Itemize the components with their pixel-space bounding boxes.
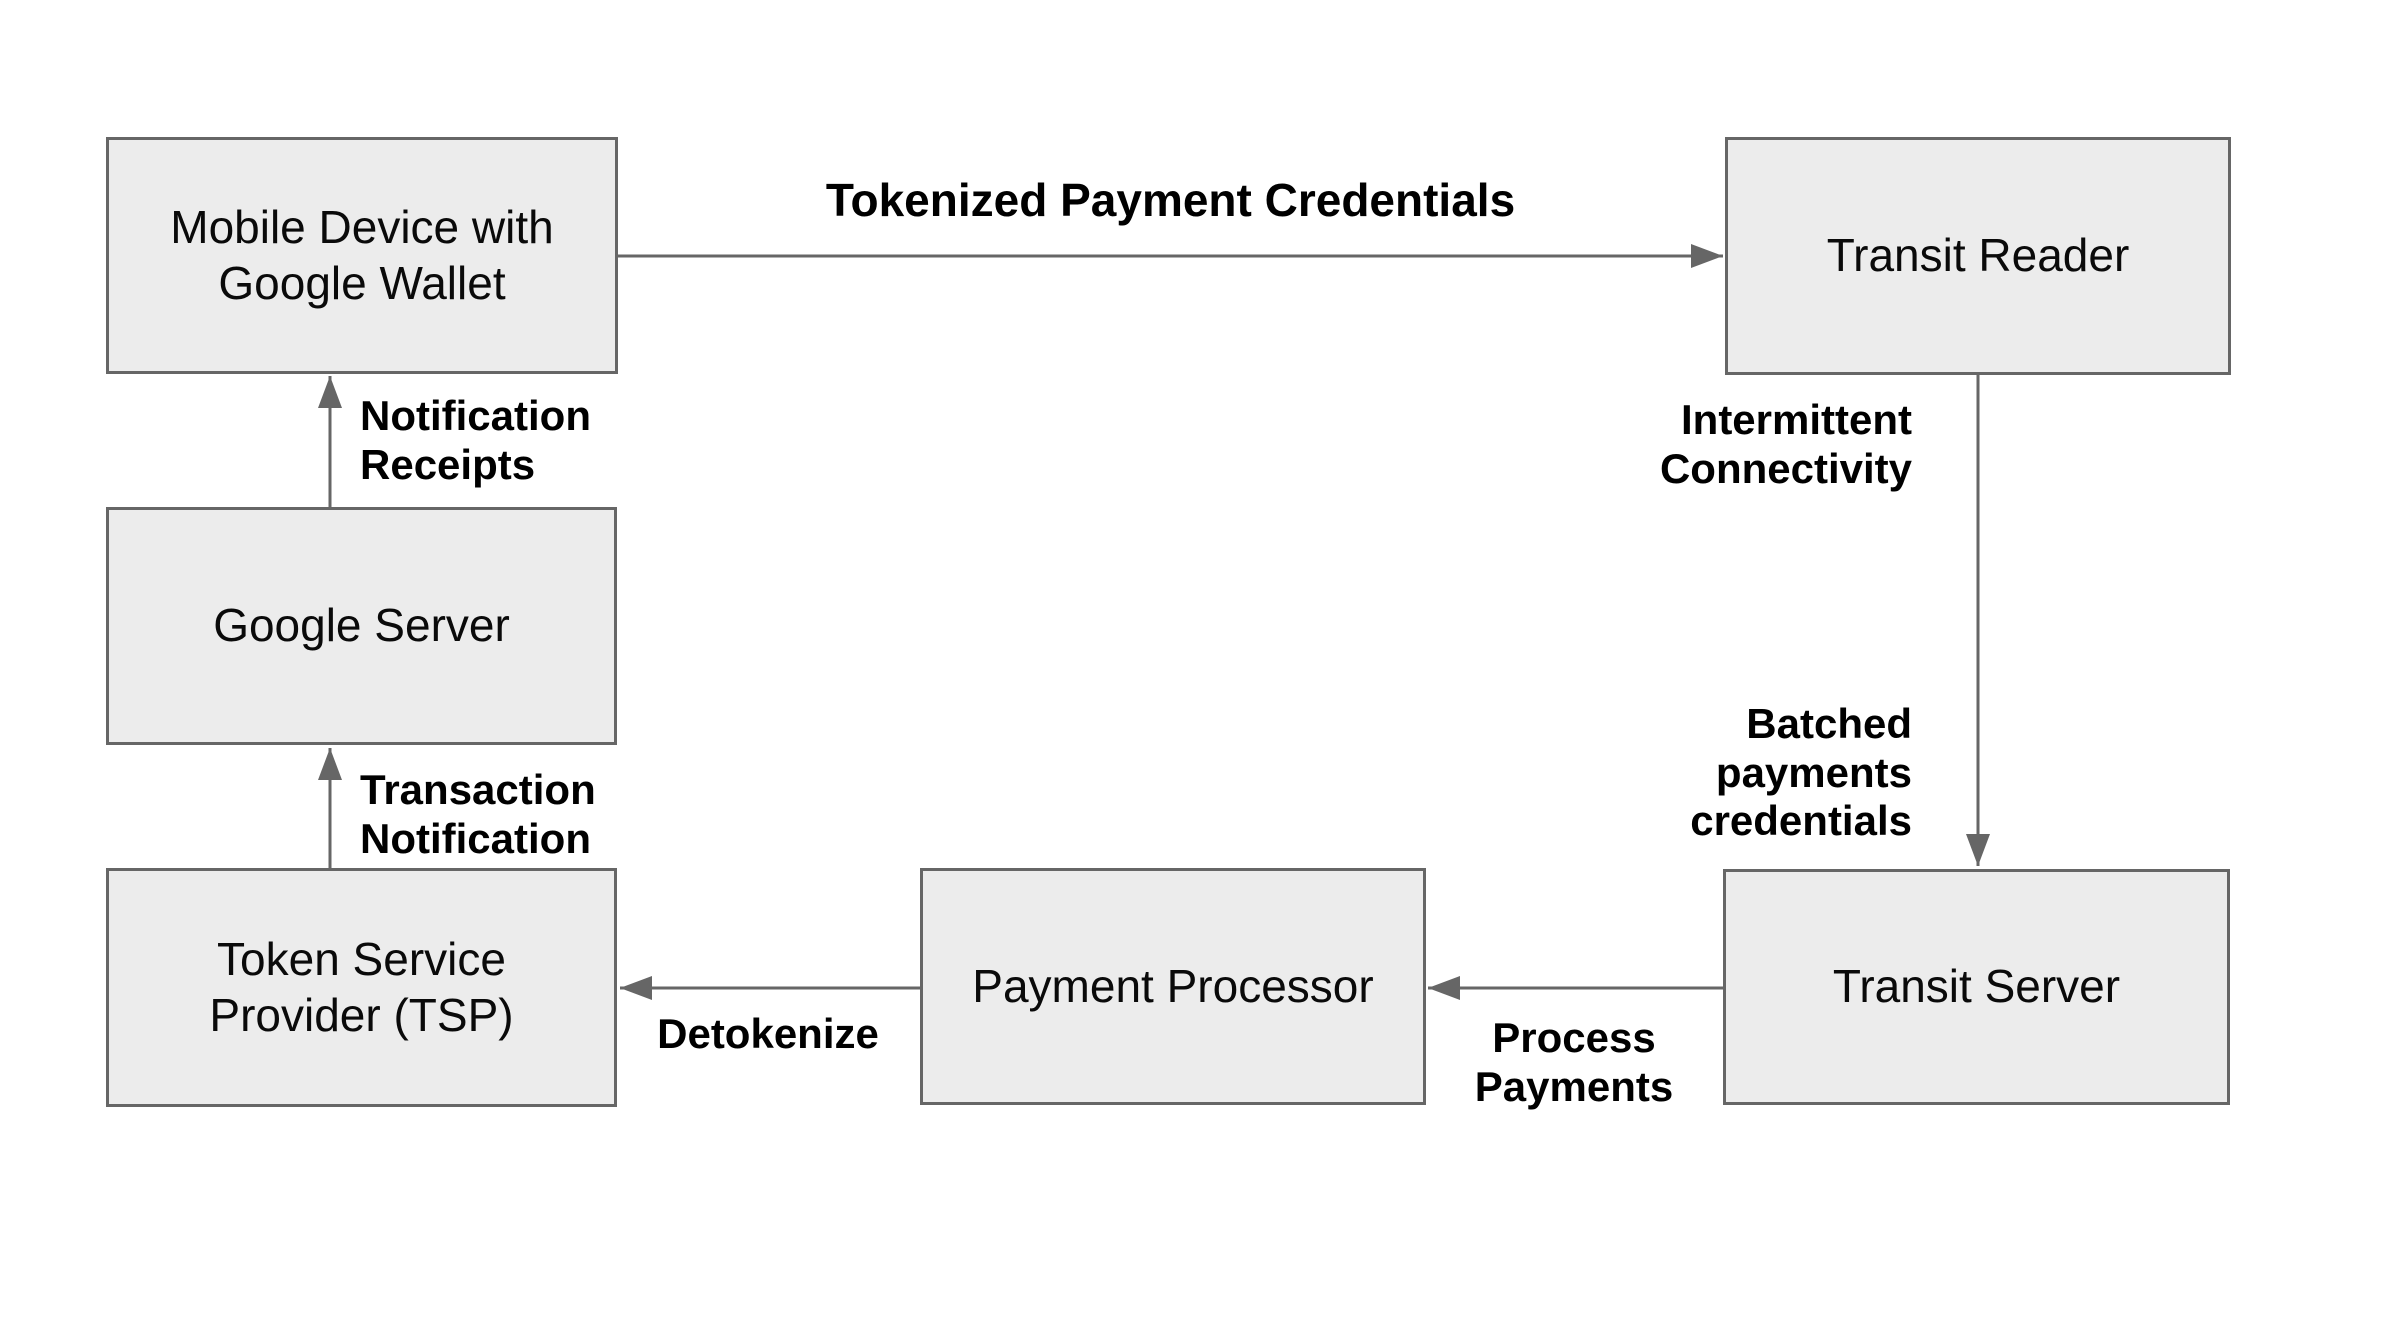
node-tsp-label-line2: Provider (TSP)	[209, 988, 514, 1041]
node-mobile-device-label-line1: Mobile Device with	[170, 201, 554, 254]
node-google-server-label: Google Server	[213, 599, 510, 652]
edge-label-transaction-notification: Transaction Notification	[360, 766, 596, 863]
edge-label-intermittent-connectivity: Intermittent Connectivity	[1660, 396, 1912, 493]
edge-label-batched-line2: payments	[1715, 748, 1912, 796]
edge-label-notification-receipts-line1: Notification	[360, 392, 591, 439]
edge-label-detokenize: Detokenize	[618, 1010, 918, 1059]
edge-label-notification-receipts: Notification Receipts	[360, 392, 591, 489]
edge-label-transaction-notification-line2: Notification	[360, 814, 591, 862]
node-mobile-device-label-line2: Google Wallet	[218, 256, 506, 309]
edge-label-notification-receipts-line2: Receipts	[360, 440, 536, 488]
edge-label-intermittent-connectivity-line1: Intermittent	[1681, 396, 1912, 443]
node-transit-server-label: Transit Server	[1832, 960, 2121, 1013]
edge-label-process-payments-line1: Process	[1492, 1014, 1656, 1061]
edge-label-tokenized-payment-credentials: Tokenized Payment Credentials	[618, 174, 1723, 227]
edge-label-tokenized-line1: Tokenized Payment Credentials	[825, 174, 1516, 226]
edge-label-detokenize-line1: Detokenize	[657, 1010, 879, 1057]
edge-label-batched-payments-credentials: Batched payments credentials	[1690, 700, 1912, 846]
node-google-server: Google Server	[106, 507, 617, 745]
edge-label-batched-line3: credentials	[1690, 797, 1912, 845]
node-transit-server: Transit Server	[1723, 869, 2230, 1105]
node-mobile-device-google-wallet: Mobile Device with Google Wallet	[106, 137, 618, 374]
edge-label-batched-line1: Batched	[1746, 700, 1912, 747]
edge-label-transaction-notification-line1: Transaction	[360, 766, 596, 813]
node-tsp-label-line1: Token Service	[217, 933, 506, 986]
node-transit-reader: Transit Reader	[1725, 137, 2231, 375]
edge-label-intermittent-connectivity-line2: Connectivity	[1659, 444, 1912, 492]
node-payment-processor: Payment Processor	[920, 868, 1426, 1105]
node-payment-processor-label: Payment Processor	[972, 959, 1374, 1012]
node-token-service-provider: Token Service Provider (TSP)	[106, 868, 617, 1107]
edge-label-process-payments-line2: Payments	[1474, 1062, 1674, 1110]
edge-label-process-payments: Process Payments	[1425, 1014, 1723, 1111]
node-transit-reader-label: Transit Reader	[1826, 229, 2130, 282]
